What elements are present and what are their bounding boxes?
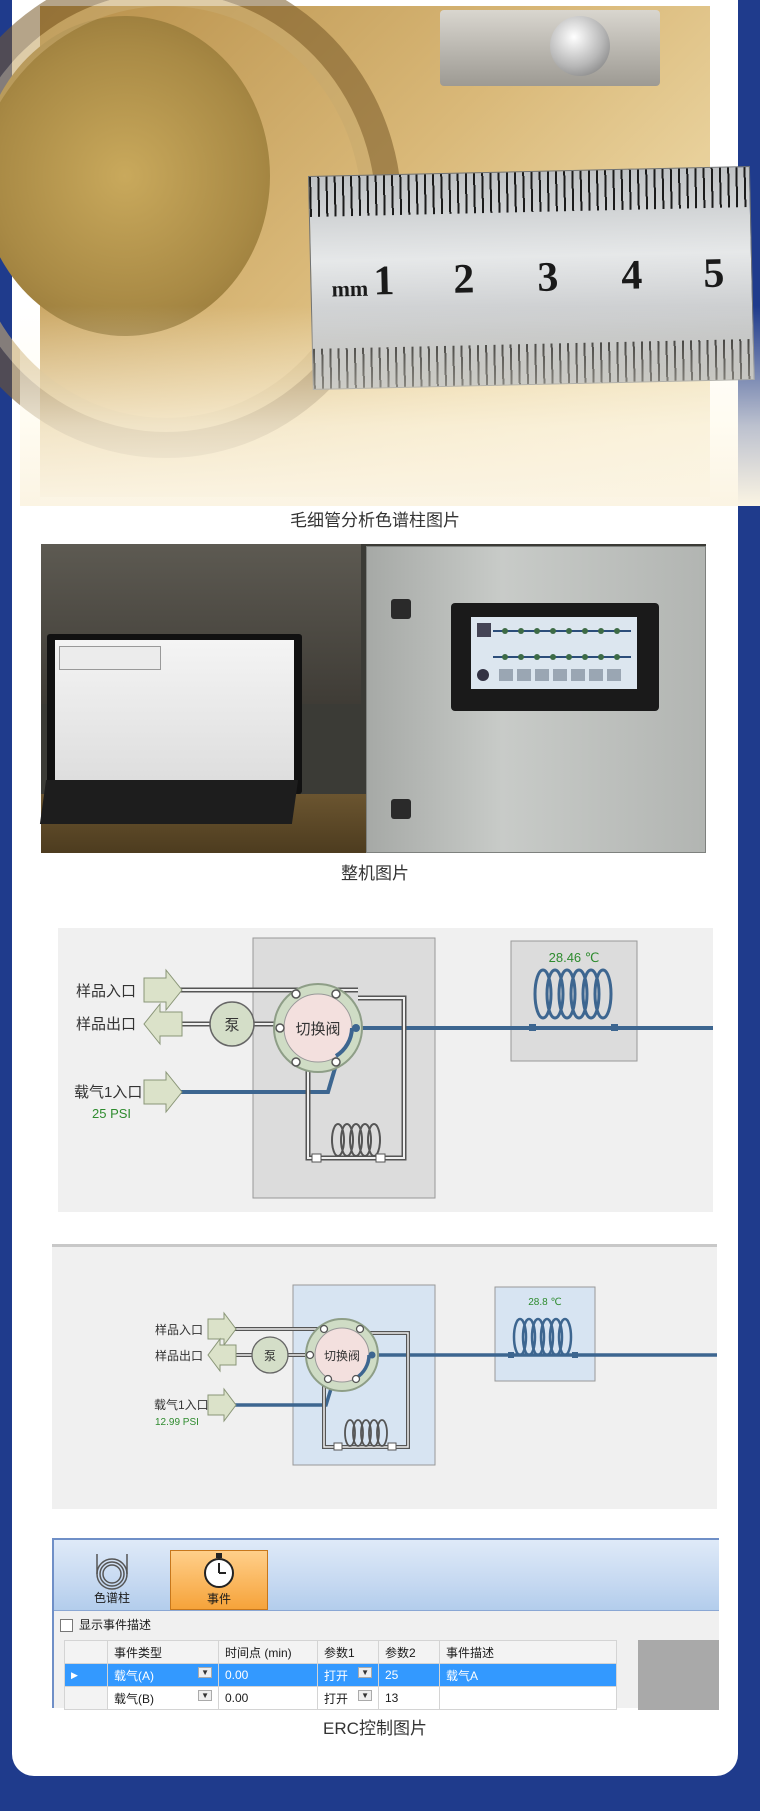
carrier-in-arrow-icon <box>207 1387 237 1423</box>
capillary-column-photo: mm 1 2 3 4 5 <box>0 0 760 506</box>
param1-cell[interactable]: 打开 ▼ <box>317 1686 379 1710</box>
events-tool-button[interactable]: 事件 <box>170 1550 268 1610</box>
pump-icon[interactable] <box>251 1336 289 1374</box>
keyboard <box>39 780 299 824</box>
erc-control-software: 色谱柱 事件 显示事件描述 事件类型 时间点 (min) 参数1 <box>52 1538 719 1710</box>
ruler-unit: mm <box>331 275 369 302</box>
column-tool-button[interactable]: 色谱柱 <box>64 1550 160 1608</box>
monitor-screen <box>55 640 294 780</box>
row-selector[interactable] <box>64 1686 108 1710</box>
event-type-cell[interactable]: 载气(B) ▼ <box>107 1686 219 1710</box>
event-type-cell[interactable]: 载气(A) ▼ <box>107 1663 219 1687</box>
sample-out-label: 样品出口 <box>76 1016 136 1033</box>
coil-column-icon <box>96 1554 128 1590</box>
show-event-desc-checkbox[interactable] <box>60 1619 73 1633</box>
column-header[interactable]: 事件描述 <box>439 1640 617 1664</box>
dropdown-arrow-icon[interactable]: ▼ <box>198 1666 212 1678</box>
events-tool-label: 事件 <box>206 1592 231 1606</box>
column-header[interactable]: 时间点 (min) <box>218 1640 318 1664</box>
software-window <box>59 646 161 670</box>
instrument-cabinet <box>366 546 706 853</box>
pump-icon[interactable] <box>209 1001 255 1047</box>
param1-cell[interactable]: 打开 ▼ <box>317 1663 379 1687</box>
carrier-in-label: 载气1入口 <box>74 1084 142 1101</box>
sample-loop-coil-icon <box>344 1419 388 1447</box>
column-tool-label: 色谱柱 <box>93 1591 130 1605</box>
time-cell[interactable]: 0.00 <box>218 1686 318 1710</box>
ruler-number: 5 <box>702 250 725 298</box>
screw-head <box>550 16 610 76</box>
ruler-number: 1 <box>372 258 395 305</box>
carrier-pressure: 25 PSI <box>92 1106 131 1121</box>
flow-diagram-1: 切换阀 泵 样品入口 样品出口 载气1入口 25 PSI 28.46 ℃ <box>58 928 713 1212</box>
ribbon-toolbar: 色谱柱 事件 <box>54 1540 719 1611</box>
show-event-desc-row[interactable]: 显示事件描述 <box>60 1616 151 1633</box>
pump-label: 泵 <box>224 1017 239 1034</box>
stopwatch-icon <box>204 1553 234 1588</box>
column-header[interactable]: 事件类型 <box>107 1640 219 1664</box>
param1-value: 打开 <box>324 1691 349 1706</box>
oven-temperature: 28.8 ℃ <box>528 1297 561 1308</box>
oven-temperature: 28.46 ℃ <box>549 950 600 965</box>
sample-in-arrow-icon <box>143 968 183 1012</box>
flow-diagram-2: 切换阀 泵 样品入口 样品出口 载气1入口 12.99 PSI 28.8 ℃ <box>52 1244 717 1509</box>
carrier-in-label: 载气1入口 <box>154 1397 209 1412</box>
show-event-desc-label: 显示事件描述 <box>79 1618 152 1632</box>
dropdown-arrow-icon[interactable]: ▼ <box>358 1666 372 1678</box>
hmi-screen-graphic <box>477 623 631 681</box>
param2-cell[interactable]: 13 <box>378 1686 440 1710</box>
carrier-in-arrow-icon <box>143 1070 183 1114</box>
oven-coil-icon <box>533 968 613 1020</box>
caption-machine-photo: 整机图片 <box>341 864 409 883</box>
photo-glare <box>20 306 760 506</box>
sample-in-label: 样品入口 <box>155 1322 203 1337</box>
dropdown-arrow-icon[interactable]: ▼ <box>358 1689 372 1701</box>
table-row[interactable]: ▶ 载气(A) ▼ 0.00 打开 ▼ 25 载气A <box>64 1663 617 1687</box>
pump-label: 泵 <box>264 1349 276 1363</box>
row-selector-icon[interactable]: ▶ <box>64 1663 108 1687</box>
ruler-number: 2 <box>452 256 475 303</box>
table-header-row: 事件类型 时间点 (min) 参数1 参数2 事件描述 <box>64 1640 617 1664</box>
touch-panel-screen <box>471 617 637 689</box>
valve-label: 切换阀 <box>324 1349 360 1363</box>
sample-out-label: 样品出口 <box>155 1348 203 1363</box>
valve-label: 切换阀 <box>295 1021 340 1038</box>
row-header-corner <box>64 1640 108 1664</box>
sample-loop-coil-icon <box>331 1123 381 1157</box>
sample-in-arrow-icon <box>207 1311 237 1347</box>
column-header[interactable]: 参数1 <box>317 1640 379 1664</box>
whole-machine-photo <box>39 544 706 853</box>
caption-software: ERC控制图片 <box>323 1719 427 1738</box>
param1-value: 打开 <box>324 1668 349 1683</box>
cabinet-lock-icon <box>391 599 411 619</box>
touch-panel <box>451 603 659 711</box>
sample-out-arrow-icon <box>207 1337 237 1373</box>
event-type-value: 载气(A) <box>114 1668 154 1683</box>
param2-cell[interactable]: 25 <box>378 1663 440 1687</box>
description-cell[interactable] <box>439 1686 617 1710</box>
dropdown-arrow-icon[interactable]: ▼ <box>198 1689 212 1701</box>
events-table: 事件类型 时间点 (min) 参数1 参数2 事件描述 ▶ 载气(A) ▼ 0.0… <box>64 1640 617 1710</box>
carrier-pressure: 12.99 PSI <box>155 1417 199 1428</box>
pc-monitor <box>47 634 302 794</box>
time-cell[interactable]: 0.00 <box>218 1663 318 1687</box>
column-header[interactable]: 参数2 <box>378 1640 440 1664</box>
event-type-value: 载气(B) <box>114 1691 154 1706</box>
sample-out-arrow-icon <box>143 1002 183 1046</box>
ruler-ticks-top <box>309 166 750 217</box>
grid-empty-area <box>638 1640 719 1710</box>
sample-in-label: 样品入口 <box>76 983 136 1000</box>
description-cell[interactable]: 载气A <box>439 1663 617 1687</box>
ruler-number: 4 <box>620 252 643 299</box>
table-row[interactable]: 载气(B) ▼ 0.00 打开 ▼ 13 <box>64 1686 617 1710</box>
ruler-number: 3 <box>536 254 559 301</box>
caption-column-photo: 毛细管分析色谱柱图片 <box>290 511 460 530</box>
cabinet-lock-icon <box>391 799 411 819</box>
